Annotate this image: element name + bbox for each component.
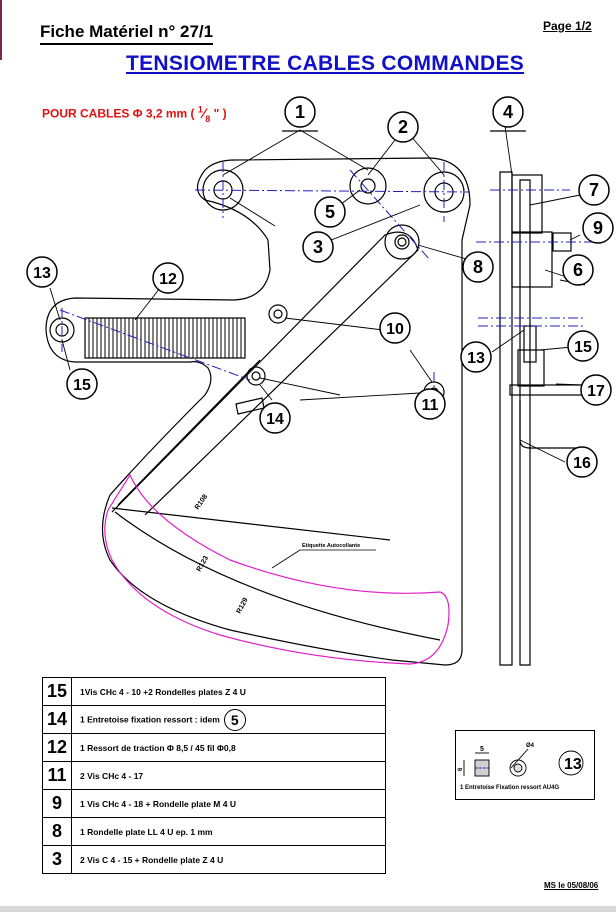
page-bottom-strip bbox=[0, 906, 616, 912]
cable-spec-suffix: " ) bbox=[213, 106, 227, 121]
part-description: 2 Vis C 4 - 15 + Rondelle plate Z 4 U bbox=[71, 845, 386, 874]
svg-text:16: 16 bbox=[573, 455, 591, 472]
radius-r123: R123 bbox=[196, 555, 210, 573]
svg-text:12: 12 bbox=[159, 271, 177, 288]
callout-2: 2 bbox=[387, 111, 419, 143]
page-number: Page 1/2 bbox=[543, 19, 592, 33]
cable-spec-fraction: 1⁄8 bbox=[197, 104, 211, 124]
callout-10: 10 bbox=[379, 312, 411, 344]
page-edge-mark bbox=[0, 0, 2, 60]
callout-14: 14 bbox=[259, 402, 291, 434]
lever-body bbox=[45, 157, 471, 666]
part-description: 1Vis CHc 4 - 10 +2 Rondelles plates Z 4 … bbox=[71, 677, 386, 706]
callout-13: 13 bbox=[26, 256, 58, 288]
svg-text:11: 11 bbox=[422, 397, 439, 414]
spring bbox=[84, 317, 246, 359]
radius-r129: R129 bbox=[236, 597, 250, 615]
svg-text:15: 15 bbox=[574, 339, 592, 356]
svg-text:2: 2 bbox=[398, 117, 408, 137]
svg-text:10: 10 bbox=[386, 321, 404, 338]
svg-text:1: 1 bbox=[295, 102, 305, 122]
inner-arm bbox=[111, 231, 419, 516]
callout-16: 16 bbox=[566, 446, 598, 478]
svg-text:13: 13 bbox=[33, 265, 51, 282]
svg-text:15: 15 bbox=[73, 377, 91, 394]
svg-text:13: 13 bbox=[467, 350, 485, 367]
callout-7: 7 bbox=[578, 174, 610, 206]
spacer-detail-drawing: 5 6 Ø4 13 bbox=[458, 743, 584, 777]
dim-diameter: Ø4 bbox=[526, 743, 535, 749]
callout-15: 15 bbox=[66, 368, 98, 400]
callout-11: 11 bbox=[414, 388, 446, 420]
detail-callout: 13 bbox=[564, 756, 582, 773]
inner-arm-line bbox=[117, 359, 261, 506]
svg-text:8: 8 bbox=[473, 257, 483, 277]
svg-text:6: 6 bbox=[573, 260, 583, 280]
arm-slot bbox=[235, 397, 265, 415]
part-description: 1 Vis CHc 4 - 18 + Rondelle plate M 4 U bbox=[71, 789, 386, 818]
author-date: MS le 05/08/06 bbox=[544, 881, 599, 890]
side-plate bbox=[499, 171, 513, 666]
drawing-title: TENSIOMETRE CABLES COMMANDES bbox=[126, 52, 525, 75]
part-number: 9 bbox=[42, 789, 72, 818]
dim-length: 5 bbox=[480, 746, 484, 753]
svg-text:17: 17 bbox=[587, 383, 605, 400]
callout-4: 4 bbox=[492, 96, 524, 128]
part-number: 11 bbox=[42, 761, 72, 790]
svg-text:14: 14 bbox=[266, 411, 284, 428]
callout-17: 17 bbox=[580, 374, 612, 406]
callout-12: 12 bbox=[152, 262, 184, 294]
sheet-title: Fiche Matériel n° 27/1 bbox=[40, 22, 214, 45]
callout-3: 3 bbox=[302, 231, 334, 263]
radius-r108: R108 bbox=[194, 493, 209, 511]
callout-15: 15 bbox=[567, 330, 599, 362]
svg-text:4: 4 bbox=[503, 102, 513, 122]
part-description: 1 Ressort de traction Φ 8,5 / 45 fil Φ0,… bbox=[71, 733, 386, 762]
callout-13: 13 bbox=[460, 341, 492, 373]
sticker-outline bbox=[104, 473, 450, 665]
jaw-curve bbox=[114, 511, 441, 641]
spacer-caption: 1 Entretoise Fixation ressort AU4G bbox=[460, 785, 560, 791]
part-number: 8 bbox=[42, 817, 72, 846]
part-description: 2 Vis CHc 4 - 17 bbox=[71, 761, 386, 790]
callout-6: 6 bbox=[562, 254, 594, 286]
part-number: 12 bbox=[42, 733, 72, 762]
part-number: 14 bbox=[42, 705, 72, 734]
callout-9: 9 bbox=[582, 212, 614, 244]
cable-spec-text: POUR CABLES Φ 3,2 mm ( bbox=[42, 106, 195, 121]
svg-text:9: 9 bbox=[593, 218, 603, 238]
part-reference-callout: 5 bbox=[223, 708, 246, 731]
svg-text:7: 7 bbox=[589, 180, 599, 200]
dim-height: 6 bbox=[458, 767, 464, 771]
jaw-line-r108 bbox=[111, 507, 391, 541]
callout-5: 5 bbox=[314, 196, 346, 228]
svg-text:3: 3 bbox=[313, 237, 323, 257]
part-description: 1 Rondelle plate LL 4 U ep. 1 mm bbox=[71, 817, 386, 846]
cable-spec: POUR CABLES Φ 3,2 mm ( 1⁄8 " ) bbox=[42, 104, 227, 123]
part-number: 3 bbox=[42, 845, 72, 874]
svg-text:5: 5 bbox=[325, 202, 335, 222]
callout-8: 8 bbox=[462, 251, 494, 283]
spacer-detail: 5 6 Ø4 13 1 Entretoise Fixation ressort … bbox=[455, 730, 595, 800]
part-number: 15 bbox=[42, 677, 72, 706]
callout-1: 1 bbox=[284, 96, 316, 128]
side-plate-2 bbox=[519, 179, 531, 666]
sticker-label: Etiquette Autocollante bbox=[302, 543, 360, 549]
